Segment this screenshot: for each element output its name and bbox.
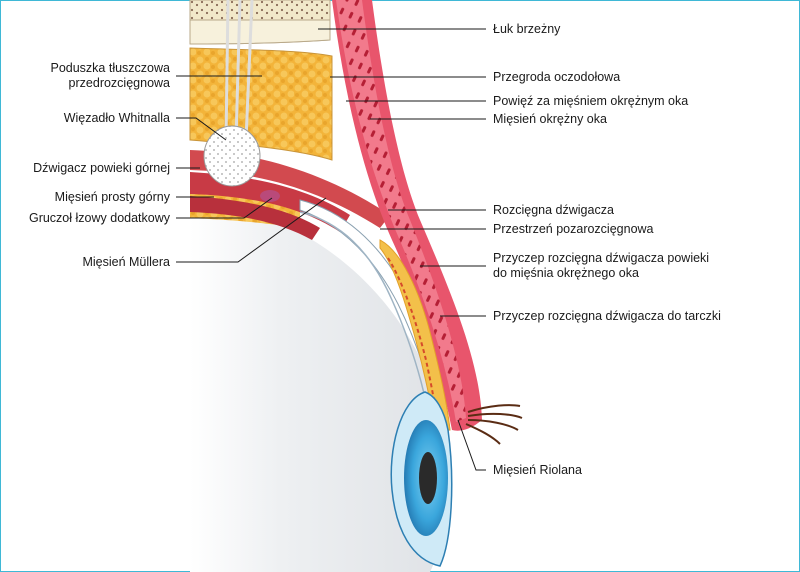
orbicularis-muscle — [336, 0, 466, 422]
eyeball — [190, 200, 449, 572]
eyelashes — [465, 404, 523, 445]
label-attach-tarsus: Przyczep rozcięgna dźwigacza do tarczki — [493, 309, 721, 323]
label-space: Przestrzeń pozarozcięgnowa — [493, 222, 654, 236]
pupil — [419, 452, 437, 504]
label-attach-orbicularis: Przyczep rozcięgna dźwigacza powieki do … — [493, 251, 710, 280]
label-fat-pad: Poduszka tłuszczowa przedrozcięgnowa — [50, 61, 170, 91]
label-aponeurosis: Rozcięgna dźwigacza — [493, 203, 614, 217]
label-septum: Przegroda oczodołowa — [493, 70, 621, 84]
label-levator: Dźwigacz powieki górnej — [33, 161, 170, 175]
label-muller: Mięsień Müllera — [82, 255, 170, 269]
label-arcus: Łuk brzeżny — [493, 22, 561, 36]
label-fascia: Powięź za mięśniem okrężnym oka — [493, 94, 689, 108]
label-whitnall: Więzadło Whitnalla — [63, 111, 170, 125]
muller-muscle — [299, 211, 431, 421]
label-superior-rectus: Mięsień prosty górny — [54, 190, 170, 204]
whitnall-ligament — [203, 125, 261, 187]
label-fat-pad-line1: Poduszka tłuszczowa przedrozcięgnowa — [50, 61, 170, 90]
label-lacrimal-gland: Gruczoł łzowy dodatkowy — [28, 211, 170, 225]
label-orbicularis: Mięsień okrężny oka — [493, 112, 607, 126]
lacrimal-gland — [260, 190, 280, 202]
label-riolan: Mięsień Riolana — [493, 463, 582, 477]
